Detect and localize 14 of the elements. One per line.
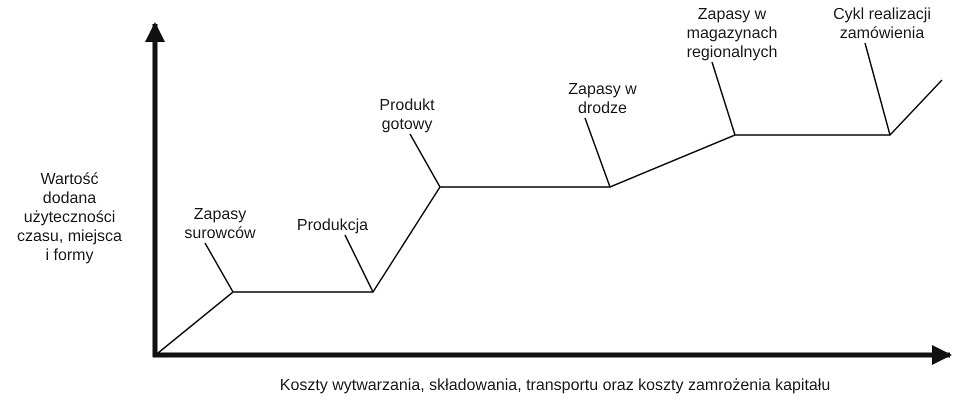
- leader-line: [344, 234, 374, 292]
- axis-title: Wartość dodana użyteczności czasu, miejsca i formy: [16, 170, 123, 265]
- callout-label: Zapasy surowców: [175, 205, 265, 243]
- leader-line: [711, 62, 736, 136]
- callout-label: Cykl realizacji zamówienia: [832, 5, 932, 43]
- callout-label: Produkt gotowy: [362, 96, 452, 134]
- leader-line: [584, 118, 611, 188]
- axis-title: Koszty wytwarzania, składowania, transportu oraz koszty zamrożenia kapitału: [278, 376, 832, 395]
- leader-line: [864, 42, 891, 136]
- callout-label: Produkcja: [285, 216, 380, 235]
- callout-label: Zapasy w drodze: [555, 80, 650, 118]
- leader-line: [409, 134, 441, 188]
- callout-label: Zapasy w magazynach regionalnych: [672, 5, 792, 62]
- leader-line: [204, 242, 234, 292]
